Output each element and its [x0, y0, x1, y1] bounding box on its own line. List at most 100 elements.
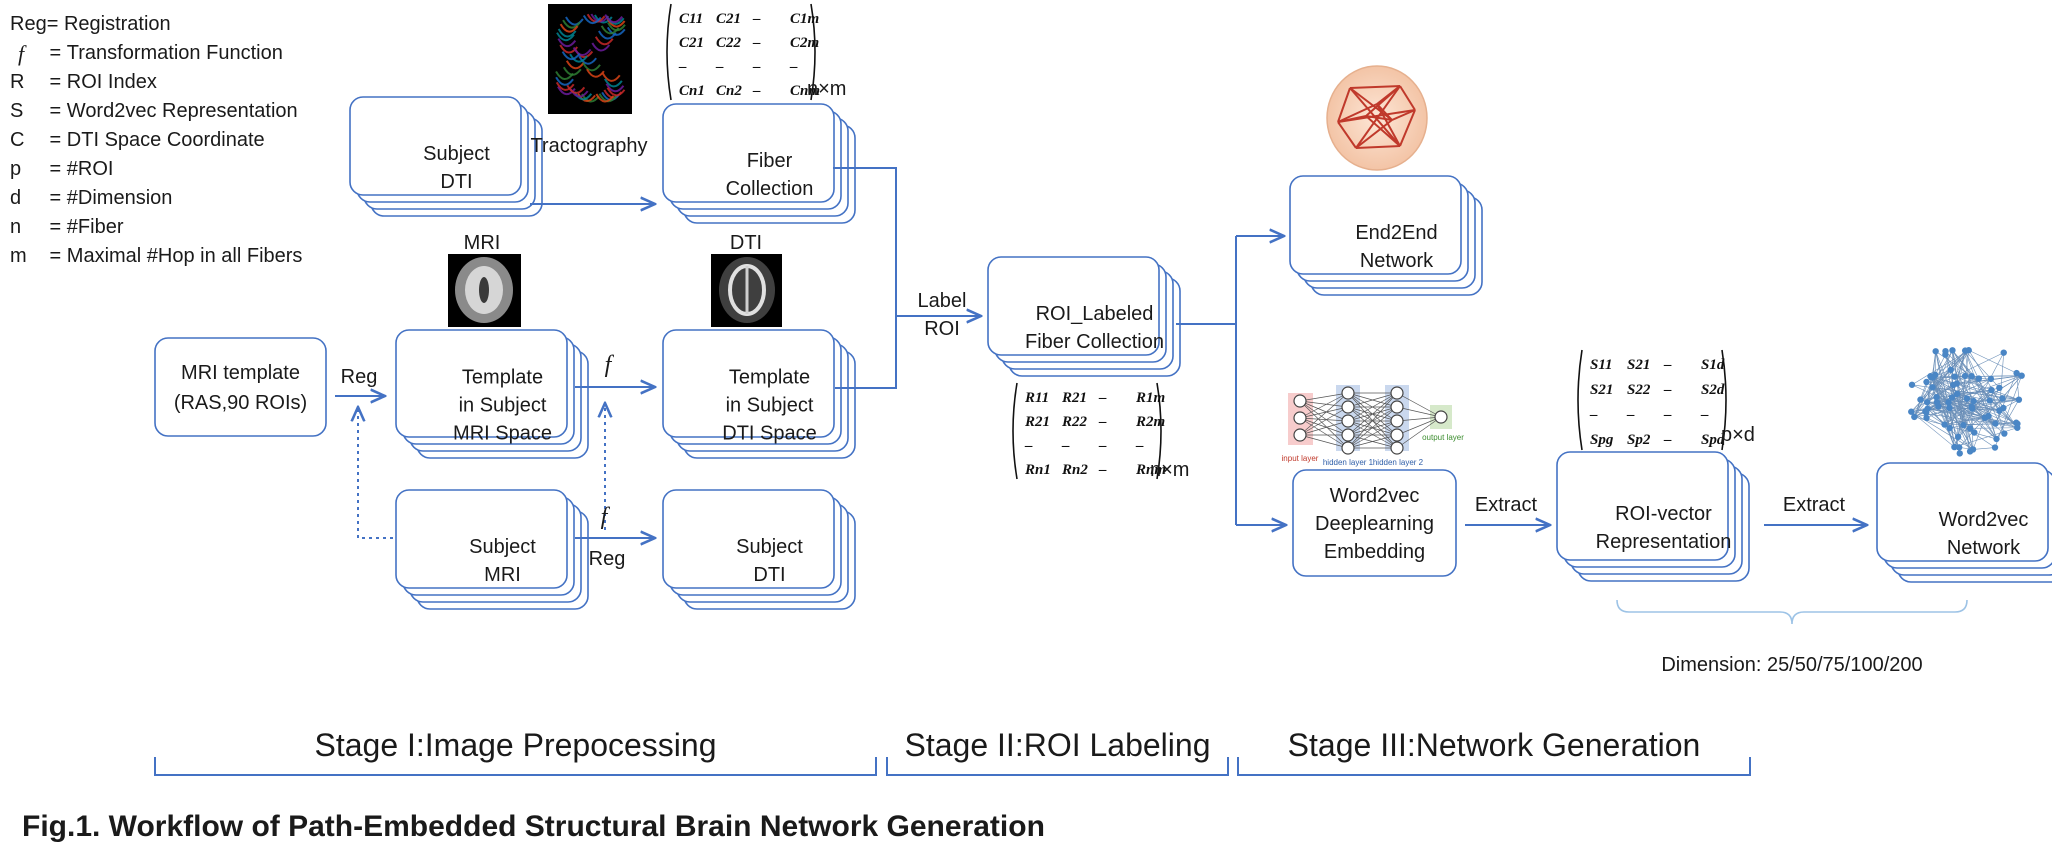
nn-edge [1396, 416, 1442, 449]
fiber-stroke [601, 72, 621, 82]
fiber-stroke [561, 51, 581, 61]
brain-edge [1337, 109, 1416, 123]
graph-node [2014, 424, 2021, 431]
brain-edge [1355, 145, 1401, 149]
matrix-bracket-left [1577, 349, 1583, 451]
matrix-cell: – [752, 35, 761, 51]
graph-edge [1911, 411, 1974, 450]
graph-edge [1957, 436, 1974, 450]
matrix-cell: S2d [1701, 382, 1725, 398]
graph-node [1908, 381, 1916, 388]
graph-node [2013, 369, 2020, 377]
matrix-cell: – [1589, 407, 1598, 423]
box-layer [662, 103, 835, 203]
brain-edge [1337, 121, 1357, 149]
box-label: in Subject [459, 395, 547, 417]
graph-edge [1949, 376, 1972, 429]
graph-node [1968, 403, 1975, 410]
stage-label: Stage I:Image Prepocessing [314, 727, 716, 763]
matrix-cell: C22 [716, 35, 742, 51]
matrix-cell: Rn2 [1061, 462, 1088, 478]
graph-node [1993, 435, 2000, 443]
graph-edge [1970, 427, 2018, 429]
box-roi-labeled [987, 256, 1181, 377]
graph-node [1946, 404, 1953, 412]
graph-node [2018, 372, 2025, 379]
stage-bracket [1237, 757, 1751, 776]
matrix-cell: S21 [1590, 382, 1613, 398]
nn-node [1341, 400, 1355, 414]
legend-symbol: m [10, 245, 27, 267]
graph-edge [1911, 384, 1996, 424]
fiber-stroke [591, 42, 611, 52]
legend-separator: = [44, 245, 67, 267]
nn-edge [1347, 434, 1398, 449]
graph-node [1968, 373, 1975, 380]
legend-description: #ROI [66, 158, 114, 180]
graph-edge [1996, 399, 2020, 440]
graph-node [1949, 347, 1956, 354]
nn-edge [1347, 392, 1398, 449]
brain-edge [1391, 109, 1416, 121]
fiber-stroke [605, 83, 625, 93]
graph-edge [1957, 375, 1966, 437]
brain-edge [1376, 85, 1401, 105]
box-layer [395, 329, 568, 438]
fiber-stroke [566, 84, 586, 94]
legend-row: p = #ROI [10, 155, 302, 184]
matrix-cell: – [752, 11, 761, 27]
fiber-stroke [594, 36, 614, 46]
matrix-cell: Spd [1701, 432, 1725, 448]
graph-node [1924, 405, 1931, 412]
legend-symbol: Reg [10, 13, 47, 35]
nn-edge [1396, 416, 1442, 436]
fiber-stroke [557, 28, 577, 38]
box-label: DTI [440, 171, 472, 193]
fiber-stroke [557, 38, 577, 48]
graph-node [1954, 433, 1962, 441]
brain-network-edges [1337, 85, 1416, 149]
matrix-cell: C21 [716, 11, 741, 27]
graph-edge [1957, 398, 1968, 437]
nn-node [1293, 411, 1307, 425]
graph-edge [1971, 375, 2022, 408]
nn-edge [1347, 420, 1398, 436]
matrix-cell: – [1663, 432, 1672, 448]
matrix-cell: – [715, 59, 724, 75]
legend-row: n = #Fiber [10, 213, 302, 242]
graph-node [1996, 407, 2003, 414]
matrix-cell: R11 [1024, 390, 1049, 406]
box-label: End2End [1355, 222, 1437, 244]
arrow-label-f: f [601, 504, 611, 530]
nn-node [1341, 441, 1355, 455]
matrix-cell: S1d [1701, 357, 1725, 373]
arrow-label-label: Label [918, 290, 967, 312]
box-label: Subject [423, 143, 490, 165]
box-label: Deeplearning [1315, 513, 1434, 535]
graph-node [1933, 398, 1941, 406]
graph-edge [1911, 411, 1955, 448]
matrix-cell: – [752, 83, 761, 99]
arrow-label-reg: Reg [589, 548, 626, 570]
graph-edge [1964, 350, 1997, 440]
nn-node [1390, 400, 1404, 414]
graph-edge [1956, 350, 1966, 395]
box-layer [395, 489, 568, 589]
graph-node [2001, 430, 2008, 437]
graph-node [1987, 375, 1995, 383]
graph-edge [1935, 351, 1972, 377]
graph-edge [1926, 377, 1932, 403]
box-label: ROI_Labeled [1036, 303, 1154, 325]
arrow-label-f: f [605, 352, 615, 378]
box-template-mri [395, 329, 589, 459]
graph-node [1956, 450, 1963, 457]
graph-edge [2016, 373, 2020, 400]
matrix-cell: – [1663, 382, 1672, 398]
box-template-dti [662, 329, 856, 459]
box-subject-dti-top [349, 96, 543, 217]
legend-description: #Fiber [66, 216, 124, 238]
